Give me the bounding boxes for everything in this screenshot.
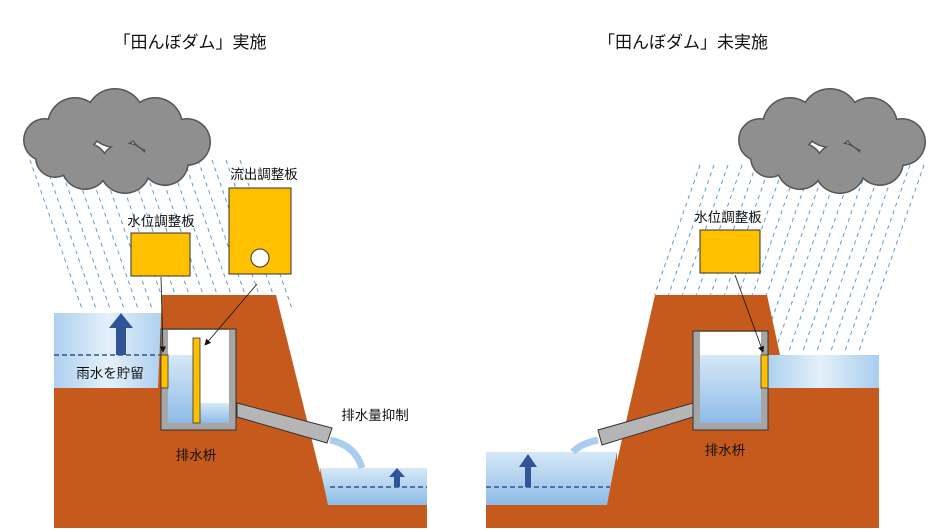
rain-line [682,164,729,296]
drain-pipe [236,402,333,444]
cloud-right-icon [738,88,926,194]
rain-line [183,159,237,311]
rain-line [43,159,97,311]
rain-line [225,159,279,311]
drain-box-label: 排水枡 [705,443,746,459]
drain-pipe [597,402,694,446]
rain-right [654,164,925,353]
river-rise-arrow-icon [389,468,405,487]
river-water [486,452,617,505]
river-rise-arrow-icon [519,454,537,487]
storage-label: 雨水を貯留 [76,366,144,382]
left-title: 「田んぼダム」実施 [114,33,267,53]
right-scene: 水位調整板 排水枡 [486,210,879,528]
rain-line [668,164,715,296]
water-rise-arrow-icon [109,313,133,355]
water-level-plate-callout [699,229,761,274]
rain-line [197,159,251,311]
water-level-plate-callout [130,232,191,277]
right-title: 「田んぼダム」未実施 [598,33,768,53]
rain-line [760,164,827,353]
paddy-water-stored [54,313,162,388]
rain-line [746,164,813,353]
water-level-plate-label: 水位調整板 [694,210,762,226]
outflow-plate [192,337,201,424]
rain-line [816,164,883,353]
water-level-plate-label: 水位調整板 [127,214,195,230]
rain-line [830,164,897,353]
paddy-water [762,355,879,388]
rain-line [57,159,111,311]
outflow-stream [570,436,599,455]
cloud-left-icon [23,88,211,194]
rain-line [788,164,855,353]
left-scene: 水位調整板 流出調整板 雨水を貯留 排水枡 排水量抑制 [54,167,427,528]
rain-line [239,159,293,311]
orifice-hole-icon [250,248,270,268]
rain-line [141,159,195,311]
discharge-label: 排水量抑制 [341,408,409,424]
rain-line [654,164,701,296]
rain-line [169,159,223,311]
water-level-plate [760,354,769,389]
drain-box-label: 排水枡 [176,448,217,464]
water-level-plate [160,354,169,389]
rain-line [858,164,925,353]
outflow-plate-label: 流出調整板 [230,167,298,183]
rain-line [774,164,841,353]
rain-line [211,159,265,311]
rain-line [29,159,83,311]
outflow-stream [329,436,366,470]
rain-line [844,164,911,353]
rain-line [802,164,869,353]
